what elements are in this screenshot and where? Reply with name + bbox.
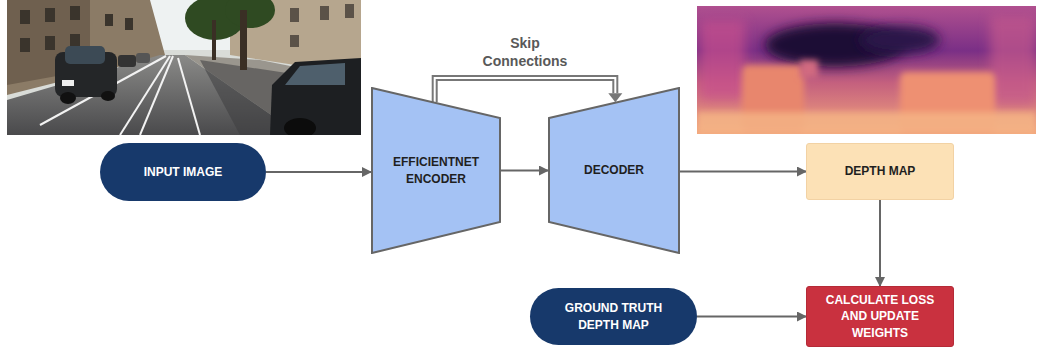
edge-label: Skip Connections xyxy=(475,34,575,70)
arrow-line xyxy=(680,171,806,173)
arrow-line xyxy=(501,170,548,172)
connector xyxy=(435,78,623,102)
output-box: DEPTH MAP xyxy=(806,143,954,200)
connector xyxy=(697,316,806,317)
node-label: CALCULATE LOSS AND UPDATE WEIGHTS xyxy=(816,292,944,341)
trapezoid-shape xyxy=(549,88,679,253)
skip-line-inner xyxy=(435,78,616,102)
connector xyxy=(880,200,881,286)
loss-box: CALCULATE LOSS AND UPDATE WEIGHTS xyxy=(806,286,954,347)
arrow-line xyxy=(266,171,371,173)
decoder-trapezoid: DECODER xyxy=(548,87,680,254)
input-photo xyxy=(7,0,361,135)
depth-map-image xyxy=(697,6,1036,134)
encoder-trapezoid: EFFICIENTNET ENCODER xyxy=(371,87,501,254)
node-label: EFFICIENTNET ENCODER xyxy=(388,154,484,186)
trapezoid-shape xyxy=(372,88,500,253)
connector xyxy=(680,171,806,172)
connector xyxy=(266,172,371,173)
node-label: DECODER xyxy=(584,162,644,178)
skip-line-outer xyxy=(435,78,616,102)
node-label: DEPTH MAP xyxy=(845,163,916,179)
car-left xyxy=(55,46,117,104)
car-right xyxy=(270,58,361,135)
arrow-line xyxy=(697,316,806,318)
connector xyxy=(501,170,548,171)
node-label: INPUT IMAGE xyxy=(144,164,223,180)
trapezoid-outline xyxy=(371,87,501,254)
input-pill: INPUT IMAGE xyxy=(100,143,266,201)
arrow-line xyxy=(879,200,881,286)
ground-truth-pill: GROUND TRUTH DEPTH MAP xyxy=(530,288,697,345)
node-label: GROUND TRUTH DEPTH MAP xyxy=(554,300,674,332)
